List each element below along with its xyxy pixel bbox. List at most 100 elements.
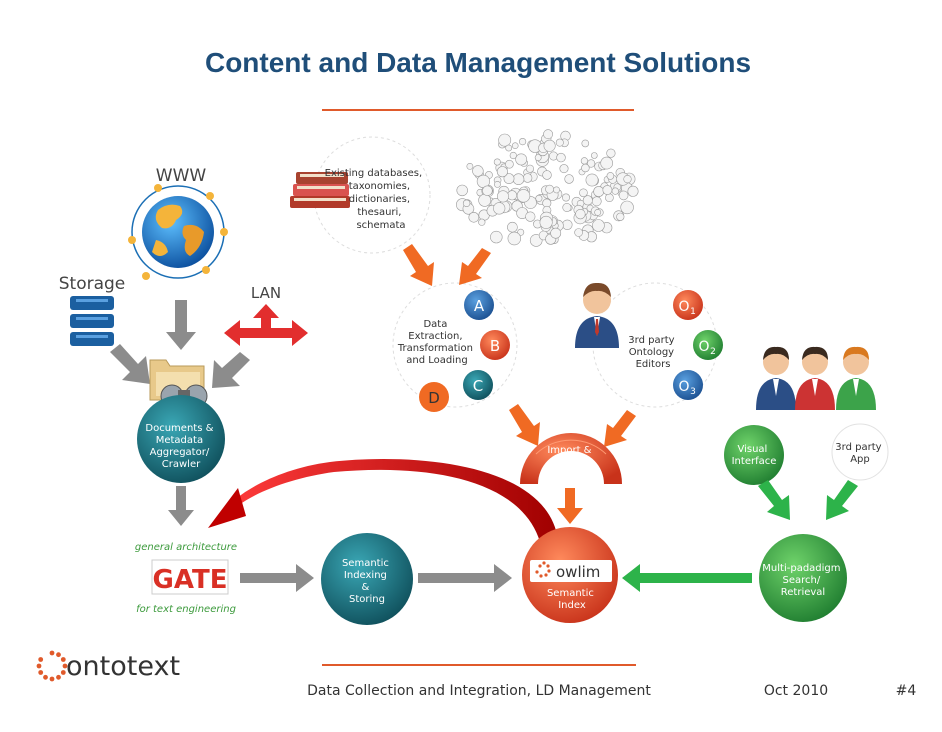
ontotext-logo-dot (38, 670, 44, 675)
orange-arrow-existing-etl (403, 244, 434, 286)
cloud-bubble (516, 189, 531, 203)
cloud-bubble (611, 187, 619, 195)
cloud-bubble (468, 212, 480, 223)
cloud-bubble (498, 133, 512, 147)
svg-text:3: 3 (690, 387, 696, 397)
ontotext-logo-icon (36, 650, 68, 682)
cloud-bubble (493, 202, 506, 215)
cloud-bubble (582, 195, 593, 206)
cloud-bubble (574, 228, 583, 237)
cloud-bubble (620, 200, 634, 215)
svg-text:O: O (678, 379, 689, 395)
semantic-index-label: Semantic Index (547, 588, 597, 611)
visual-interface-node (724, 425, 784, 485)
orange-arrow-cloud-etl (459, 248, 491, 285)
cloud-bubble (593, 186, 605, 197)
cloud-bubble (490, 230, 503, 244)
semantic-indexing-label: Semantic Indexing & Storing (342, 558, 392, 605)
svg-text:A: A (474, 297, 485, 315)
import-update-label: Import & Update (547, 445, 594, 468)
grey-arrow-docs-gate (168, 486, 194, 526)
cloud-bubble (555, 138, 564, 147)
cloud-bubble (515, 153, 528, 166)
cloud-bubble (605, 193, 614, 202)
ontotext-logo-dot (38, 657, 44, 662)
cloud-bubble (511, 142, 519, 149)
cloud-bubble (550, 227, 562, 239)
cloud-bubble (564, 174, 574, 184)
svg-text:O: O (678, 299, 689, 315)
cloud-bubble (543, 139, 556, 152)
cloud-bubble (522, 173, 533, 183)
ontotext-logo-dot (62, 663, 68, 669)
cloud-bubble (585, 173, 599, 187)
cloud-bubble (606, 172, 615, 180)
cloud-bubble (553, 186, 560, 194)
gate-bottom-label: for text engineering (136, 604, 236, 615)
gate-logo: GATE (151, 559, 229, 595)
search-label: Multi-padadigm Search/ Retrieval (762, 563, 843, 598)
red-feedback-arrowhead (208, 488, 246, 528)
third-party-app-label: 3rd party App (835, 442, 884, 465)
red-feedback-arrow (228, 459, 558, 542)
cloud-bubble (542, 170, 552, 180)
import-update-node (520, 433, 622, 484)
ontotext-logo-dot (60, 657, 66, 662)
grey-arrow-lan-docs (212, 352, 250, 388)
cloud-bubble (600, 156, 614, 170)
cloud-bubble (556, 152, 566, 163)
cloud-bubble (478, 218, 486, 226)
orange-arrow-etl-import (509, 404, 540, 446)
cloud-bubble (534, 154, 542, 161)
cloud-bubble (623, 175, 632, 184)
ontology-node-o1: O 1 (673, 290, 703, 320)
ontology-node-o3: O 3 (673, 370, 703, 400)
green-arrow-visual-search (758, 480, 790, 520)
cloud-bubble (543, 129, 553, 140)
cloud-bubble (581, 139, 590, 148)
cloud-bubble (586, 159, 596, 168)
cloud-bubble (456, 184, 468, 197)
documents-label: Documents & Metadata Aggregator/ Crawler (145, 423, 216, 470)
visual-interface-label: Visual Interface (732, 444, 777, 467)
cloud-bubble (493, 180, 501, 188)
cloud-bubble (545, 184, 554, 194)
cloud-bubble (478, 193, 492, 207)
svg-text:1: 1 (690, 307, 696, 317)
grey-arrow-globe-docs (166, 300, 196, 350)
owlim-dots-icon (535, 561, 551, 578)
etl-node-a: A (464, 290, 494, 320)
svg-text:GATE: GATE (153, 565, 228, 595)
grey-arrow-storage-docs (110, 344, 150, 384)
ontotext-logo-dot (43, 674, 48, 680)
cloud-bubble (535, 194, 543, 202)
green-arrow-search-owlim (622, 564, 752, 592)
ontotext-logo-dot (49, 676, 55, 682)
cloud-bubble (507, 221, 518, 233)
cloud-bubble (503, 173, 515, 184)
globe-icon (128, 184, 228, 280)
ontology-cloud (455, 129, 639, 247)
third-party-app-node (831, 423, 889, 481)
cloud-bubble (462, 199, 471, 208)
svg-text:O: O (698, 339, 709, 355)
gate-top-label: general architecture (135, 542, 237, 553)
books-icon (290, 172, 350, 208)
search-node (759, 534, 847, 622)
ontotext-logo-dot (56, 674, 61, 680)
ontotext-logo-dot (56, 652, 61, 658)
cloud-bubble (525, 211, 536, 222)
ontotext-logo-text: ontotext (66, 651, 180, 682)
ontotext-logo-dot (60, 670, 66, 675)
owlim-logo-text: owlim (556, 563, 600, 581)
cloud-bubble (581, 163, 590, 173)
etl-node-b: B (480, 330, 510, 360)
etl-node-d: D (419, 382, 449, 412)
svg-text:D: D (428, 389, 440, 407)
cloud-bubble (590, 152, 598, 159)
cloud-bubble (472, 165, 484, 177)
grey-arrow-indexing-owlim (418, 564, 512, 592)
cloud-bubble (466, 162, 474, 170)
